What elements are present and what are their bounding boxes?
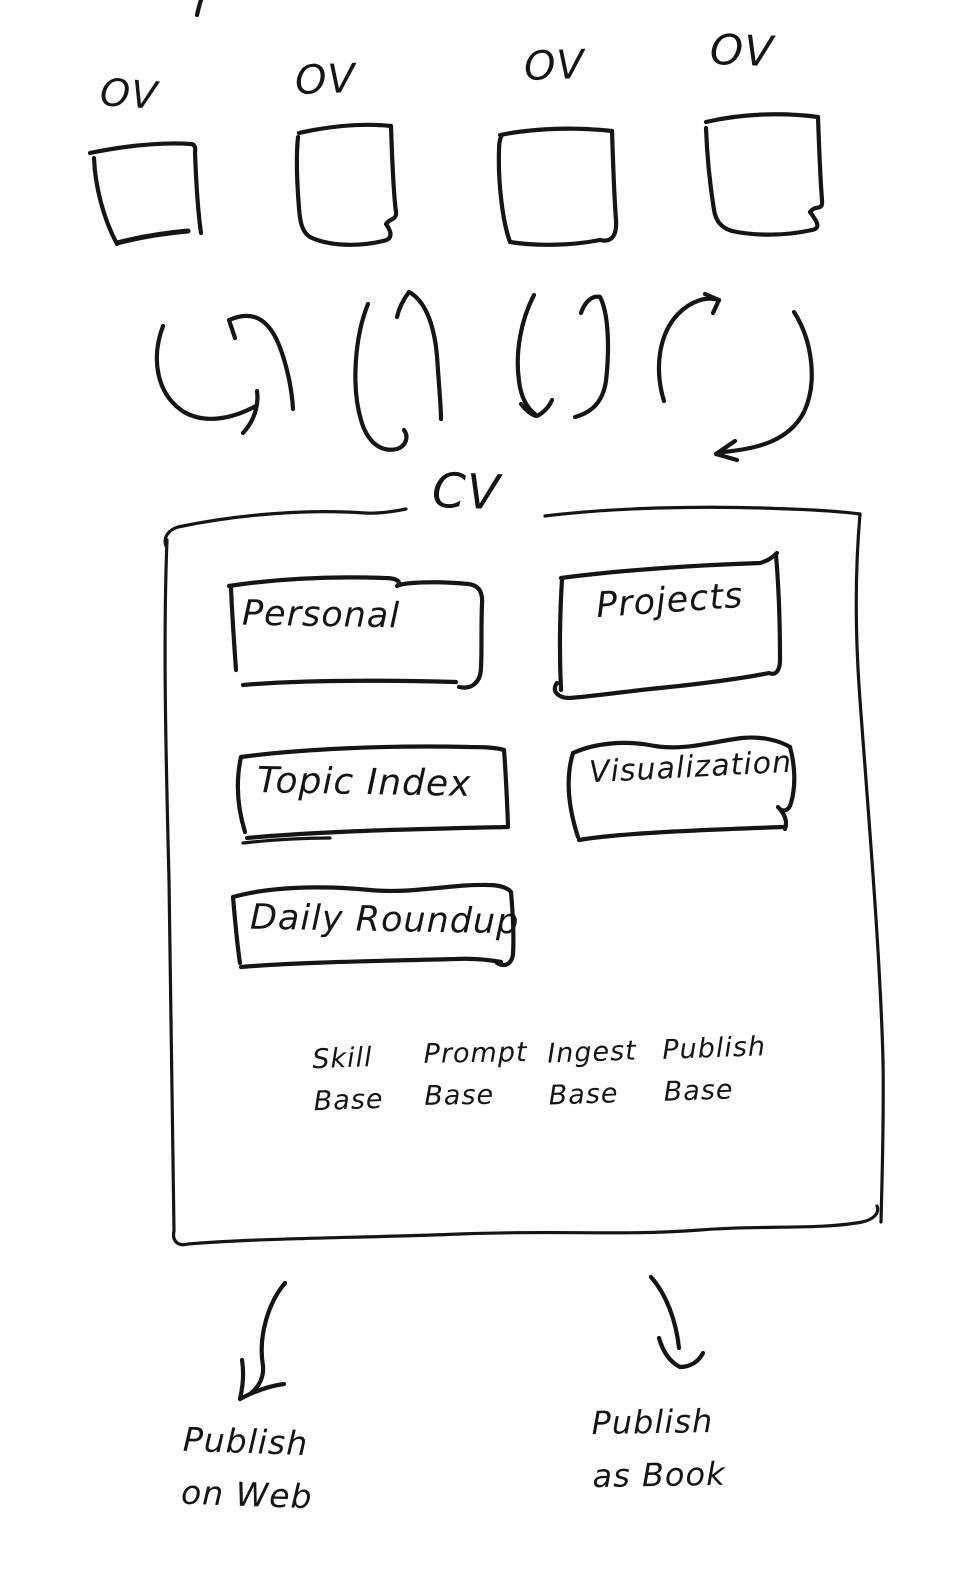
ov-square-2 xyxy=(294,122,399,247)
ov-label-2: OV xyxy=(294,55,357,105)
projects-box-outline xyxy=(552,550,783,701)
prompt-base-label: Prompt Base xyxy=(423,1037,528,1112)
publish-base-label: Publish Base xyxy=(661,1031,767,1108)
publish-book-arrow xyxy=(648,1274,706,1370)
stray-mark xyxy=(194,0,204,18)
personal-box-outline xyxy=(226,575,485,690)
cv-label: CV xyxy=(431,462,502,522)
publish-web-arrow xyxy=(237,1280,288,1402)
topic-index-box-outline xyxy=(235,744,511,845)
ov-label-3: OV xyxy=(523,41,586,91)
ov-square-3 xyxy=(496,126,619,247)
ov-cv-sync-arrow-4 xyxy=(656,291,814,463)
visualization-box-outline xyxy=(566,735,797,843)
cv-box-outline xyxy=(163,505,885,1247)
ov-square-1 xyxy=(87,141,204,247)
ingest-base-label: Ingest Base xyxy=(546,1035,638,1112)
ov-cv-sync-arrow-3 xyxy=(515,292,611,420)
personal-label: Personal xyxy=(241,593,401,637)
daily-roundup-label: Daily Roundup xyxy=(249,897,520,943)
ov-label-4: OV xyxy=(709,24,775,77)
ov-cv-sync-arrow-1 xyxy=(154,313,296,436)
publish-book-label: Publish as Book xyxy=(591,1402,726,1495)
skill-base-label: Skill Base xyxy=(311,1042,384,1118)
publish-web-label: Publish on Web xyxy=(180,1419,314,1517)
daily-roundup-box-outline xyxy=(230,882,516,970)
topic-index-label: Topic Index xyxy=(256,760,472,805)
ov-label-1: OV xyxy=(98,70,160,118)
ov-cv-sync-arrow-2 xyxy=(353,289,444,452)
ov-square-4 xyxy=(703,112,825,237)
